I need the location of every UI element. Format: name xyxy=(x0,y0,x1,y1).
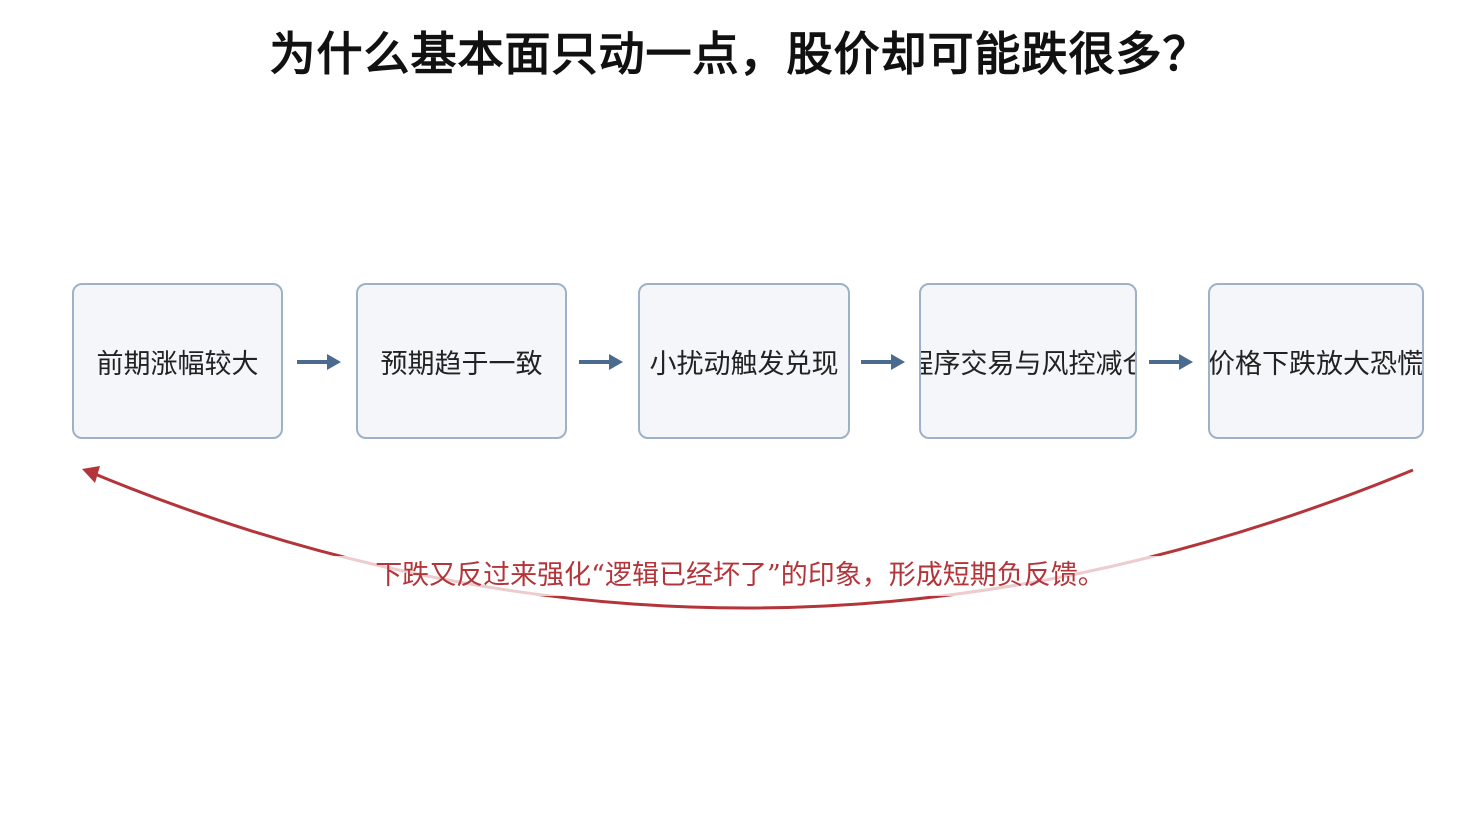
step-2-label: 预期趋于一致 xyxy=(380,348,543,380)
step-3-box: 小扰动触发兑现 xyxy=(638,283,850,439)
step-2-box: 预期趋于一致 xyxy=(356,283,567,439)
step-1-label: 前期涨幅较大 xyxy=(96,348,259,380)
step-5-label: 价格下跌放大恐慌 xyxy=(1208,348,1424,380)
arrow-right-icon xyxy=(297,354,341,370)
arrow-right-icon xyxy=(861,354,905,370)
feedback-caption: 下跌又反过来强化“逻辑已经坏了”的印象，形成短期负反馈。 xyxy=(320,556,1160,596)
step-4-label: 程序交易与风控减仓 xyxy=(921,348,1137,380)
step-1-box: 前期涨幅较大 xyxy=(72,283,283,439)
arrow-right-icon xyxy=(579,354,623,370)
arrow-head-icon xyxy=(82,466,100,483)
step-4-box: 程序交易与风控减仓 xyxy=(919,283,1137,439)
step-5-box: 价格下跌放大恐慌 xyxy=(1208,283,1424,439)
step-3-label: 小扰动触发兑现 xyxy=(649,348,839,380)
feedback-curve xyxy=(89,468,1414,610)
page-title: 为什么基本面只动一点，股价却可能跌很多？ xyxy=(269,27,1210,81)
arrow-right-icon xyxy=(1149,354,1193,370)
